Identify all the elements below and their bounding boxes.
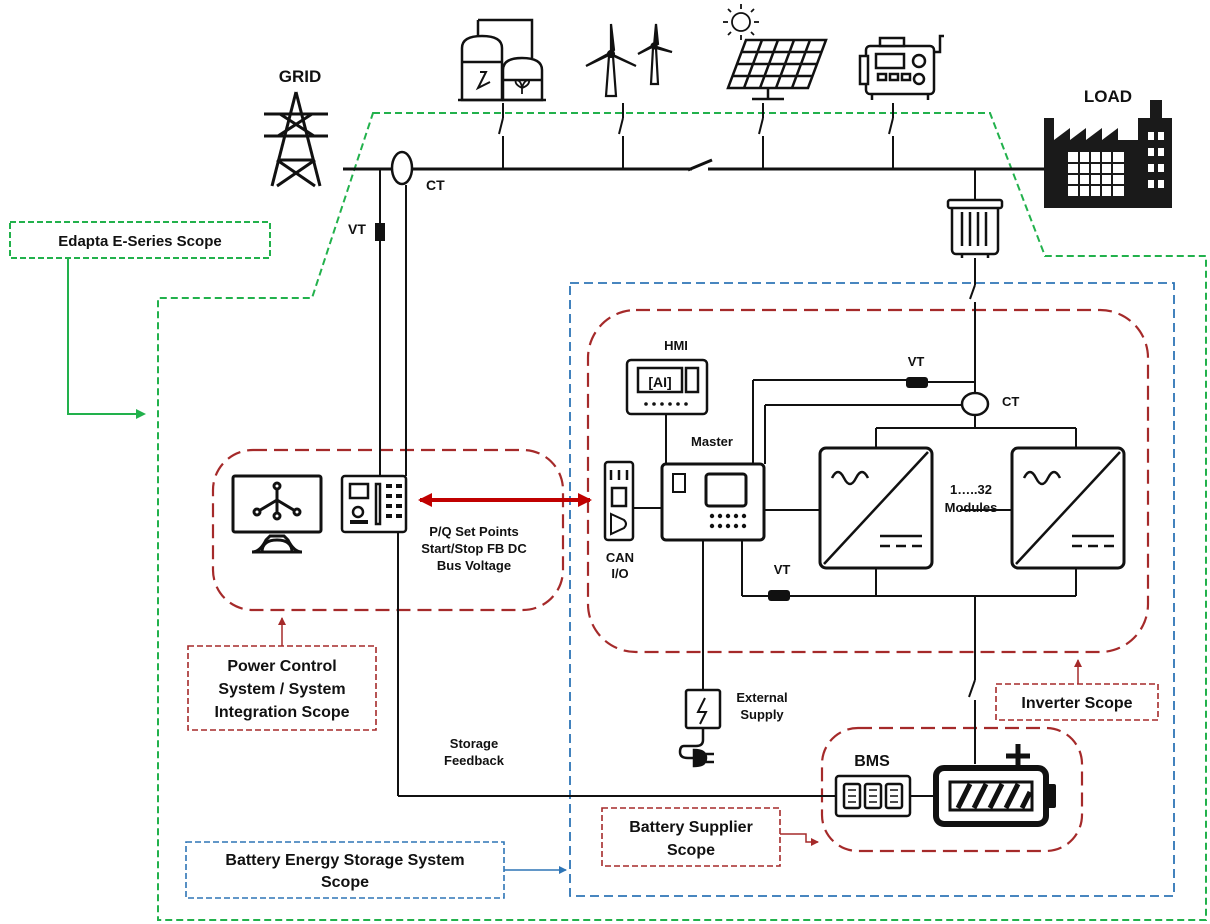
grid-current-transformer: [390, 150, 414, 186]
bms-label: BMS: [854, 753, 890, 770]
bus-voltage-label: Bus Voltage: [437, 558, 511, 573]
sun-icon: [723, 4, 759, 40]
supply-label: Supply: [740, 707, 784, 722]
pcs-scope-boundary: [211, 448, 565, 612]
bess-scope-label-line2: Scope: [321, 874, 369, 891]
battery-supplier-scope-boundary: [820, 726, 1084, 853]
inverter-voltage-transformer-top: [906, 377, 928, 388]
grid-ct-label: CT: [426, 177, 445, 193]
inverter-module-icon: [1010, 446, 1126, 570]
external-label: External: [736, 690, 787, 705]
master-label: Master: [691, 434, 733, 449]
hmi-label: HMI: [664, 338, 688, 353]
biogas-plant-icon: [458, 18, 546, 102]
scada-monitor-icon: [231, 474, 323, 554]
vt-top-label: VT: [908, 354, 925, 369]
pq-setpoints-label: P/Q Set Points: [429, 524, 519, 539]
grid-vt-label: VT: [348, 221, 366, 237]
bess-scope-boundary: [569, 282, 1175, 897]
battery-icon: [933, 744, 1056, 827]
edapta-scope-boundary: [157, 112, 1207, 921]
can-io-module-icon: [603, 460, 635, 542]
feedback-label: Feedback: [444, 753, 505, 768]
inverter-current-transformer: [960, 391, 990, 417]
factory-icon: [1044, 100, 1172, 208]
inverter-module-icon: [818, 446, 934, 570]
can-label: CAN: [606, 550, 634, 565]
grid-metering-wires: [379, 169, 836, 797]
modules-label: Modules: [945, 500, 998, 515]
hmi-panel-icon: [AI]: [625, 358, 709, 416]
edapta-scope-label: Edapta E-Series Scope: [58, 233, 221, 250]
battery-supplier-scope-label-line2: Scope: [667, 842, 715, 859]
battery-supplier-scope-pointer: [780, 833, 819, 846]
pcs-scope-label-line2: System / System: [218, 681, 345, 698]
vt-bottom-label: VT: [774, 562, 791, 577]
inverter-scope-label: Inverter Scope: [1021, 695, 1132, 712]
inverter-scope-label-box: [995, 683, 1159, 721]
start-stop-label: Start/Stop FB DC: [421, 541, 527, 556]
pcs-scope-label-line1: Power Control: [227, 658, 336, 675]
storage-label: Storage: [450, 736, 498, 751]
grid-voltage-transformer: [375, 223, 385, 241]
wind-turbine-icon: [585, 23, 673, 98]
bess-scope-label-box: [185, 841, 505, 899]
transformer-icon: [946, 198, 1004, 258]
power-supply-icon: [684, 688, 722, 730]
ct-right-label: CT: [1002, 394, 1019, 409]
inverter-ac-feeder: [633, 169, 1077, 764]
svg-text:[AI]: [AI]: [648, 374, 671, 390]
pcs-scope-label-box: [187, 645, 377, 731]
io-label: I/O: [611, 566, 628, 581]
controller-icon: [340, 474, 408, 534]
inverter-scope-boundary: [586, 308, 1150, 654]
modules-count-label: 1…..32: [950, 482, 992, 497]
edapta-scope-pointer: [67, 258, 146, 419]
generator-icon: [858, 34, 944, 100]
ac-busbar: [343, 158, 1045, 172]
battery-supplier-scope-label-line1: Battery Supplier: [629, 819, 753, 836]
bess-scope-label-line1: Battery Energy Storage System: [225, 852, 464, 869]
grid-label: GRID: [279, 67, 322, 86]
plug-icon: [678, 728, 714, 768]
load-label: LOAD: [1084, 87, 1132, 106]
edapta-scope-label-box: [9, 221, 271, 259]
pcs-scope-label-line3: Integration Scope: [214, 704, 349, 721]
inverter-voltage-transformer-bottom: [768, 590, 790, 601]
source-feeders: [498, 103, 894, 169]
battery-supplier-scope-label-box: [601, 807, 781, 867]
master-controller-icon: [660, 462, 766, 542]
transmission-tower-icon: [264, 91, 328, 188]
solar-panel-icon: [726, 38, 828, 101]
bms-icon: [834, 774, 912, 818]
